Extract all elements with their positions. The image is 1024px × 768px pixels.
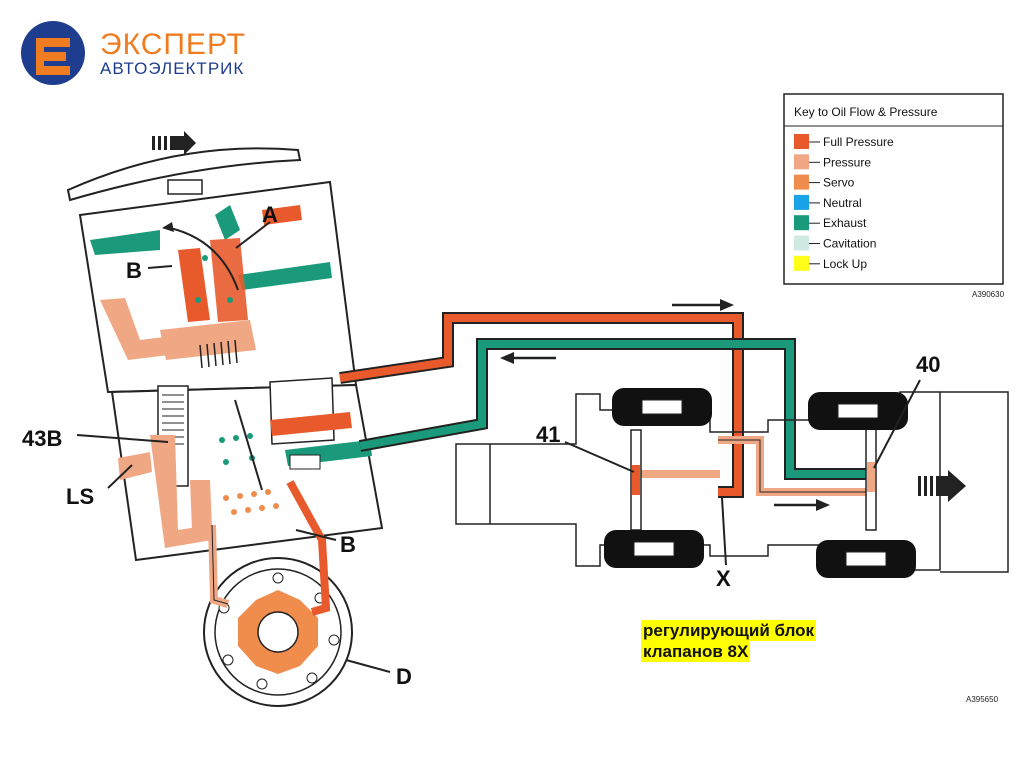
key-item-label: Cavitation — [823, 237, 876, 251]
key-item: Exhaust — [794, 215, 867, 231]
logo-title: ЭКСПЕРТ — [100, 28, 246, 61]
key-swatch — [794, 194, 809, 210]
flow-arrow-left — [500, 352, 556, 364]
key-item: Lock Up — [794, 255, 867, 271]
figure-code: A395650 — [966, 695, 999, 704]
logo-subtitle: АВТОЭЛЕКТРИК — [100, 59, 244, 78]
label-a: A — [262, 202, 278, 227]
key-item: Pressure — [794, 154, 871, 170]
caption-line-1: регулирующий блок — [641, 620, 817, 641]
flow-arrow-right — [672, 299, 734, 311]
label-b-bottom: B — [340, 532, 356, 557]
label-d: D — [396, 664, 412, 689]
key-legend: Key to Oil Flow & Pressure Full Pressure… — [783, 93, 1005, 299]
lower-valve-block — [110, 377, 384, 562]
key-swatch — [794, 235, 809, 251]
key-swatch — [794, 255, 809, 271]
key-item: Servo — [794, 174, 855, 190]
hose-exhaust — [358, 338, 876, 480]
key-swatch — [794, 174, 809, 190]
label-x: X — [716, 566, 731, 591]
caption: регулирующий блок клапанов 8X — [641, 620, 817, 662]
key-item-label: Neutral — [823, 196, 862, 210]
label-41: 41 — [536, 422, 560, 447]
vehicle-direction-arrow — [918, 470, 966, 502]
label-40: 40 — [916, 352, 940, 377]
key-swatch — [794, 154, 809, 170]
hose-full-pressure — [339, 312, 744, 498]
steering-motor — [203, 557, 353, 707]
key-swatch — [794, 134, 809, 149]
steering-wheel — [66, 131, 302, 202]
key-swatch — [794, 215, 809, 231]
key-title: Key to Oil Flow & Pressure — [794, 105, 938, 119]
key-item: Cavitation — [794, 235, 876, 251]
key-code: A390630 — [972, 290, 1005, 299]
logo: ЭКСПЕРТ АВТОЭЛЕКТРИК — [21, 21, 246, 85]
key-item: Neutral — [794, 194, 862, 210]
label-b-top: B — [126, 258, 142, 283]
label-43b: 43B — [22, 426, 62, 451]
key-item-label: Pressure — [823, 155, 871, 169]
flow-arrow-lower — [774, 499, 830, 511]
key-item-label: Full Pressure — [823, 135, 894, 149]
key-item-label: Lock Up — [823, 257, 867, 271]
rotation-arrow — [152, 131, 196, 155]
caption-line-2: клапанов 8X — [641, 641, 751, 662]
label-ls: LS — [66, 484, 94, 509]
key-item-label: Exhaust — [823, 216, 867, 230]
wheels — [604, 388, 916, 578]
key-item: Full Pressure — [794, 134, 894, 149]
upper-valve-block — [78, 180, 358, 394]
key-item-label: Servo — [823, 176, 855, 190]
